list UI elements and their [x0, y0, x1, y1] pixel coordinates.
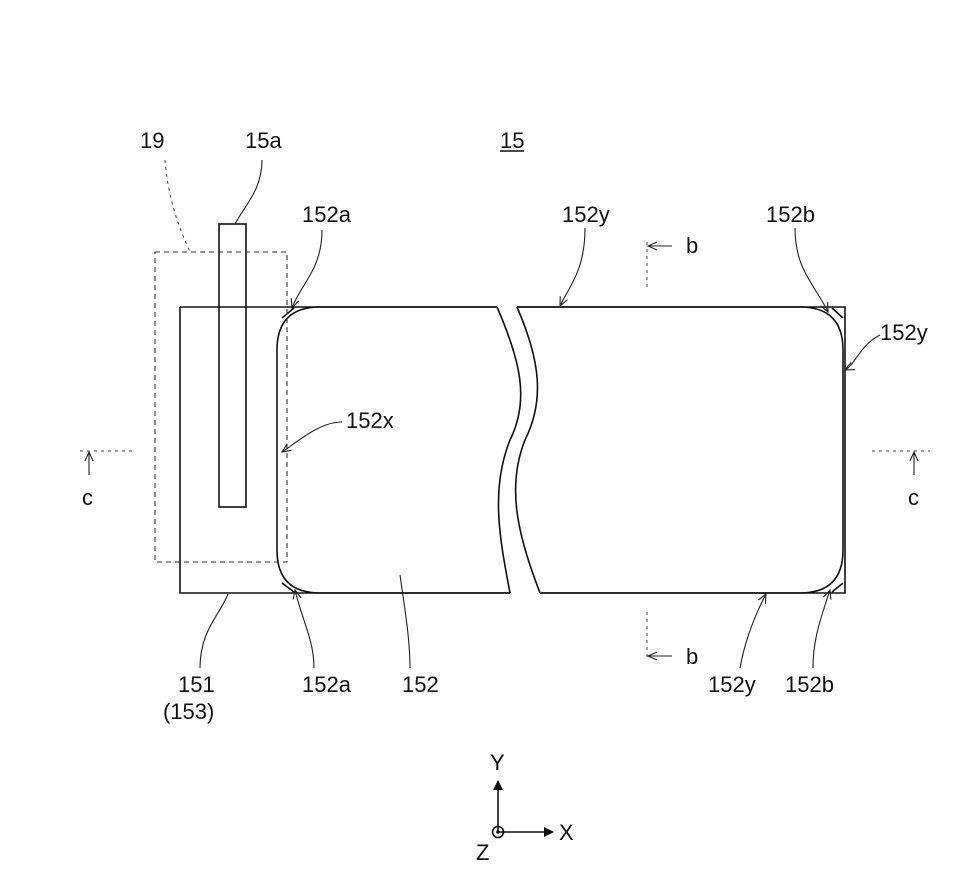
- label-b-top: b: [686, 233, 698, 258]
- section-b-lines: [647, 242, 672, 660]
- label-151: 151: [178, 672, 215, 697]
- label-152y-bottom: 152y: [708, 672, 756, 697]
- labels: 15 19 15a 152a 152y b 152b 152y 152x c c…: [82, 128, 928, 865]
- coordinate-axes: [493, 781, 554, 838]
- label-c-right: c: [908, 485, 919, 510]
- label-152y-top: 152y: [562, 202, 610, 227]
- dashed-region-19: [155, 252, 287, 562]
- label-152x: 152x: [346, 408, 394, 433]
- break-lines: [497, 307, 540, 593]
- electrode-152: [277, 307, 843, 593]
- axis-label-x: X: [559, 820, 574, 845]
- label-152b-top: 152b: [766, 202, 815, 227]
- label-15a: 15a: [245, 128, 282, 153]
- label-c-left: c: [82, 485, 93, 510]
- axis-label-z: Z: [476, 840, 489, 865]
- label-152y-right: 152y: [880, 320, 928, 345]
- lead-tab-15a: [219, 224, 246, 507]
- axis-label-y: Y: [490, 750, 505, 775]
- label-152b-bottom: 152b: [785, 672, 834, 697]
- label-152a-bottom: 152a: [302, 672, 352, 697]
- label-152: 152: [402, 672, 439, 697]
- label-153: (153): [163, 699, 214, 724]
- figure-number: 15: [500, 128, 524, 153]
- label-b-bottom: b: [686, 644, 698, 669]
- leader-lines: [165, 160, 880, 668]
- corner-marks: [282, 308, 843, 592]
- label-152a-top: 152a: [302, 202, 352, 227]
- label-19: 19: [140, 128, 164, 153]
